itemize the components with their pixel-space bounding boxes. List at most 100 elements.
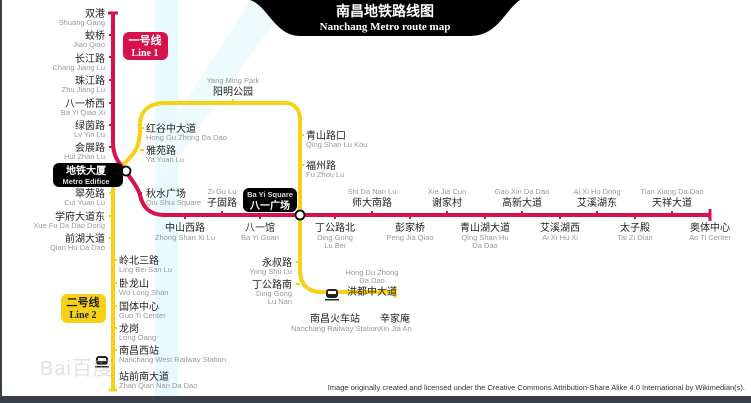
svg-text:Line 1: Line 1 xyxy=(132,48,159,59)
svg-text:Line 2: Line 2 xyxy=(70,310,97,321)
svg-text:Nanchang Railway Station: Nanchang Railway Station xyxy=(291,324,379,333)
svg-text:Metro Edifice: Metro Edifice xyxy=(62,177,109,186)
svg-text:雅苑路: 雅苑路 xyxy=(146,144,176,157)
svg-text:地铁大厦: 地铁大厦 xyxy=(66,164,107,177)
svg-text:Xue Fu Da Dao Dong: Xue Fu Da Dao Dong xyxy=(33,221,105,230)
svg-text:Ba Yi Guan: Ba Yi Guan xyxy=(241,233,279,242)
line2-badge: 二号线 Line 2 xyxy=(61,294,106,323)
svg-text:Shi Da Nan Lu: Shi Da Nan Lu xyxy=(348,187,397,196)
svg-text:福州路: 福州路 xyxy=(306,159,336,172)
svg-text:太子殿: 太子殿 xyxy=(620,221,650,234)
svg-text:学府大道东: 学府大道东 xyxy=(55,210,105,223)
svg-text:Yang Ming Park: Yang Ming Park xyxy=(207,76,260,85)
svg-text:谢家村: 谢家村 xyxy=(432,196,462,209)
svg-text:Jiao Qiao: Jiao Qiao xyxy=(73,40,105,49)
svg-text:Peng Jia Qiao: Peng Jia Qiao xyxy=(386,233,433,242)
title-en: Nanchang Metro route map xyxy=(320,21,451,33)
svg-text:南昌火车站: 南昌火车站 xyxy=(310,312,360,325)
interchange-ba-yi-square[interactable] xyxy=(294,209,306,221)
line1-track xyxy=(111,13,710,217)
svg-text:Qiu Shui Square: Qiu Shui Square xyxy=(146,198,201,207)
svg-text:师大南路: 师大南路 xyxy=(352,196,392,209)
svg-text:双港: 双港 xyxy=(85,8,105,20)
svg-text:一号线: 一号线 xyxy=(129,33,162,47)
svg-text:Zhong Shan Xi Lu: Zhong Shan Xi Lu xyxy=(155,233,215,242)
svg-text:八一广场: 八一广场 xyxy=(249,199,290,212)
svg-text:蛟桥: 蛟桥 xyxy=(85,29,105,42)
svg-text:Qing Shan Hu: Qing Shan Hu xyxy=(461,233,508,242)
hub-metro-edifice[interactable]: 地铁大厦 Metro Edifice xyxy=(53,163,123,187)
svg-text:Qing Shan Lu Kou: Qing Shan Lu Kou xyxy=(306,140,367,149)
line2-track xyxy=(111,101,395,390)
svg-text:Ya Yuan Lu: Ya Yuan Lu xyxy=(146,155,184,164)
svg-text:Ling Bei San Lu: Ling Bei San Lu xyxy=(119,265,172,274)
svg-text:Long Gang: Long Gang xyxy=(119,333,156,342)
svg-text:艾溪湖西: 艾溪湖西 xyxy=(540,222,580,234)
svg-text:Hui Zhan Lu: Hui Zhan Lu xyxy=(64,152,105,161)
svg-text:珠江路: 珠江路 xyxy=(75,74,105,87)
train-icon xyxy=(95,356,109,368)
svg-text:Ao Ti Center: Ao Ti Center xyxy=(689,233,731,242)
svg-text:龙岗: 龙岗 xyxy=(119,322,139,335)
line1-badge: 一号线 Line 1 xyxy=(123,32,168,60)
svg-text:Chang Jiang Lu: Chang Jiang Lu xyxy=(52,63,105,72)
svg-text:Lv Yin Lu: Lv Yin Lu xyxy=(74,130,105,139)
svg-text:Ba Yi Square: Ba Yi Square xyxy=(247,190,293,199)
svg-text:Da Dao: Da Dao xyxy=(359,276,384,285)
svg-text:天祥大道: 天祥大道 xyxy=(652,196,692,209)
train-icon xyxy=(325,289,339,301)
svg-text:艾溪湖东: 艾溪湖东 xyxy=(577,196,617,209)
svg-text:青山湖大道: 青山湖大道 xyxy=(460,221,510,234)
svg-text:Tai Zi Dian: Tai Zi Dian xyxy=(617,233,652,242)
svg-text:奥体中心: 奥体中心 xyxy=(690,221,730,234)
svg-text:青山路口: 青山路口 xyxy=(306,129,346,142)
svg-text:Wo Long Shan: Wo Long Shan xyxy=(119,288,168,297)
svg-text:丁公路南: 丁公路南 xyxy=(252,278,292,291)
svg-text:秋水广场: 秋水广场 xyxy=(146,187,186,200)
svg-text:南昌西站: 南昌西站 xyxy=(119,344,159,357)
svg-text:Guo Ti Center: Guo Ti Center xyxy=(119,311,166,320)
hub-ba-yi-square[interactable]: Ba Yi Square 八一广场 xyxy=(243,188,297,212)
svg-text:Lu Bei: Lu Bei xyxy=(324,241,346,250)
svg-text:Cui Yuan Lu: Cui Yuan Lu xyxy=(64,198,105,207)
svg-text:丁公路北: 丁公路北 xyxy=(315,221,355,234)
svg-text:前湖大道: 前湖大道 xyxy=(65,232,105,245)
river xyxy=(155,0,290,190)
svg-text:岭北三路: 岭北三路 xyxy=(119,254,159,267)
license-credit: Image originally created and licensed un… xyxy=(327,383,745,392)
svg-text:红谷中大道: 红谷中大道 xyxy=(146,122,196,135)
bottom-bar xyxy=(0,396,751,403)
title-zh: 南昌地铁路线图 xyxy=(336,3,434,20)
svg-text:Gao Xin Da Dao: Gao Xin Da Dao xyxy=(495,187,550,196)
svg-text:绿茵路: 绿茵路 xyxy=(75,119,105,132)
svg-text:二号线: 二号线 xyxy=(67,295,100,309)
svg-text:子固路: 子固路 xyxy=(207,196,237,209)
svg-text:辛家庵: 辛家庵 xyxy=(380,312,410,325)
svg-text:Lu Nan: Lu Nan xyxy=(268,297,292,306)
svg-text:Tian Xiang Da Dao: Tian Xiang Da Dao xyxy=(640,187,703,196)
river xyxy=(155,0,178,396)
svg-text:会展路: 会展路 xyxy=(75,141,105,154)
title-banner xyxy=(250,0,520,36)
svg-text:Qian Hu Da Dao: Qian Hu Da Dao xyxy=(50,243,105,252)
svg-text:Xin Jia An: Xin Jia An xyxy=(378,324,411,333)
svg-text:Xie Jia Cun: Xie Jia Cun xyxy=(428,187,466,196)
svg-text:中山西路: 中山西路 xyxy=(165,221,205,234)
svg-text:八一馆: 八一馆 xyxy=(245,221,275,234)
svg-text:永叔路: 永叔路 xyxy=(262,256,292,269)
svg-text:彭家桥: 彭家桥 xyxy=(395,221,425,234)
svg-text:Yong Shu Lu: Yong Shu Lu xyxy=(249,267,292,276)
svg-text:Da Dao: Da Dao xyxy=(472,241,497,250)
svg-text:八一桥西: 八一桥西 xyxy=(65,98,105,110)
svg-text:Shuang Gang: Shuang Gang xyxy=(59,18,105,27)
svg-text:站前南大道: 站前南大道 xyxy=(119,370,169,383)
svg-text:阳明公园: 阳明公园 xyxy=(213,86,253,98)
svg-text:Hong Gu Zhong Da Dao: Hong Gu Zhong Da Dao xyxy=(146,133,227,142)
svg-text:卧龙山: 卧龙山 xyxy=(119,277,149,290)
watermark: Bai百度 xyxy=(40,358,114,380)
svg-text:Ding Gong: Ding Gong xyxy=(256,289,292,298)
